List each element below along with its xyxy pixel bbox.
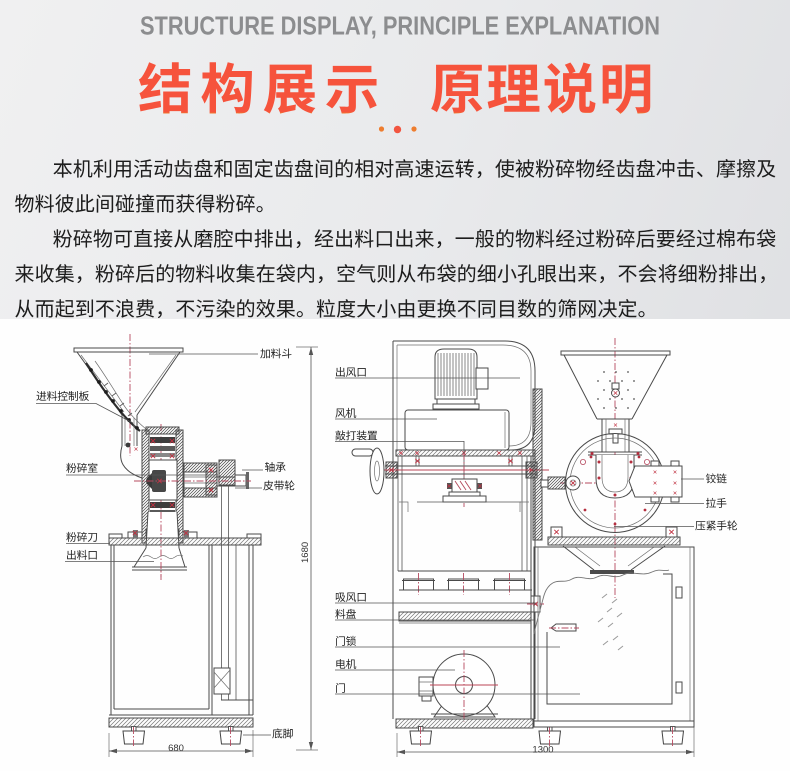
svg-text:680: 680 <box>168 743 184 754</box>
svg-text:1680: 1680 <box>300 542 311 563</box>
svg-text:1300: 1300 <box>532 745 553 756</box>
svg-text:STRUCTURE DISPLAY, PRINCIPLE E: STRUCTURE DISPLAY, PRINCIPLE EXPLANATION <box>140 11 660 41</box>
